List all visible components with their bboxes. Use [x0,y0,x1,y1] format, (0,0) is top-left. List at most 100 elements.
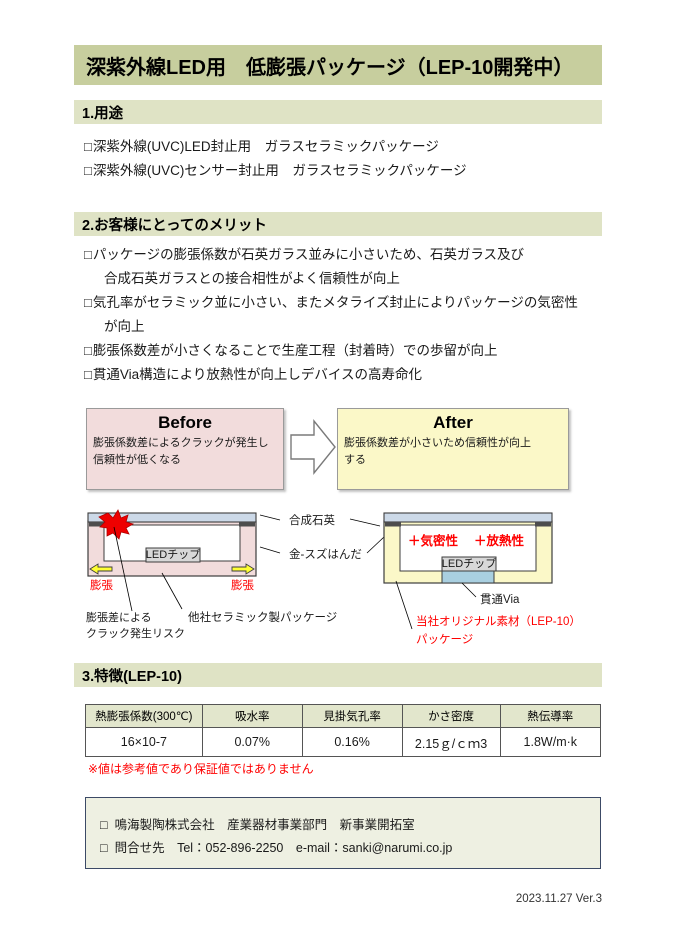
leader-line-solder-left [259,546,281,554]
shared-callouts: 合成石英 金-スズはんだ [259,513,385,561]
leader-line-crack [113,526,133,612]
left-package-diagram: LEDチップ 膨張 膨張 膨張差による クラック発生リスク 他社セラミック製パッ… [86,509,337,640]
led-chip-shape [145,547,201,563]
expansion-arrow-left-icon [89,563,113,575]
table-header-cell: かさ密度 [401,704,501,728]
list-item: □深紫外線(UVC)センサー封止用 ガラスセラミックパッケージ [84,159,604,183]
led-chip-shape [441,556,497,572]
via-callout: 貫通Via [480,593,520,606]
crack-callout-line1: 膨張差による [86,611,152,624]
quartz-lid-shape [383,512,553,523]
list-item: □気孔率がセラミック並に小さい、またメタライズ封止によりパッケージの気密性 [84,291,604,315]
section-heading-features: 3.特徴(LEP-10) [74,663,602,687]
solder-label: 金-スズはんだ [289,547,362,561]
contact-company-text: 鳴海製陶株式会社 産業器材事業部門 新事業開拓室 [114,818,415,832]
before-body-line2: 信頼性が低くなる [93,454,181,466]
contact-company-row: □ 鳴海製陶株式会社 産業器材事業部門 新事業開拓室 [100,814,600,837]
leader-line-quartz-right [349,518,381,527]
list-item-continuation: 合成石英ガラスとの接合相性がよく信頼性が向上 [104,271,400,286]
reference-value-note: ※値は参考値であり保証値ではありません [88,762,314,776]
list-item-label: 深紫外線(UVC)センサー封止用 ガラスセラミックパッケージ [92,163,467,178]
table-cell-cte: 16×10-7 [85,727,203,757]
solder-seal-left-shape [89,522,105,527]
list-item: □パッケージの膨張係数が石英ガラス並みに小さいため、石英ガラス及び [84,243,604,267]
section-heading-merits: 2.お客様にとってのメリット [74,212,602,236]
before-title: Before [158,413,212,432]
checkbox-icon: □ [84,247,92,262]
table-header-row: 熱膨張係数(300℃) 吸水率 見掛気孔率 かさ密度 熱伝導率 [85,704,602,728]
solder-seal-right-shape [535,522,551,527]
checkbox-icon: □ [84,139,92,154]
checkbox-icon: □ [84,295,92,310]
contact-details-row: □ 問合せ先 Tel：052-896-2250 e-mail：sanki@naru… [100,837,600,860]
document-title-bar: 深紫外線LED用 低膨張パッケージ（LEP-10開発中） [74,45,602,85]
after-body-line1: 膨張係数差が小さいため信頼性が向上 [344,437,531,449]
table-header-cell: 吸水率 [201,704,303,728]
solder-seal-left-shape [385,522,401,527]
after-title: After [433,413,473,432]
table-cell-bulk-density: 2.15ｇ/ｃｍ3 [401,727,501,757]
list-item: □膨張係数差が小さくなることで生産工程（封着時）での歩留が向上 [84,339,604,363]
crack-callout-line2: クラック発生リスク [86,626,185,640]
after-body: 膨張係数差が小さいため信頼性が向上 する [338,433,568,469]
thermal-tag: ＋放熱性 [474,533,525,548]
checkbox-icon: □ [100,841,108,855]
list-item-label: 膨張係数差が小さくなることで生産工程（封着時）での歩留が向上 [92,343,498,358]
solder-seal-right-shape [239,522,255,527]
leader-line-package [161,572,183,610]
contact-box: □ 鳴海製陶株式会社 産業器材事業部門 新事業開拓室 □ 問合せ先 Tel：052-… [85,797,601,869]
list-item-label: 貫通Via構造により放熱性が向上しデバイスの高寿命化 [92,367,422,382]
competitor-package-callout: 他社セラミック製パッケージ [188,610,337,624]
list-item: □貫通Via構造により放熱性が向上しデバイスの高寿命化 [84,363,604,387]
quartz-label: 合成石英 [289,513,335,527]
list-item-label: 深紫外線(UVC)LED封止用 ガラスセラミックパッケージ [92,139,439,154]
list-item-label: 気孔率がセラミック並に小さい、またメタライズ封止によりパッケージの気密性 [92,295,578,310]
list-item: □深紫外線(UVC)LED封止用 ガラスセラミックパッケージ [84,135,604,159]
expansion-label-right: 膨張 [231,579,254,592]
leader-line-material [395,580,413,630]
table-header-cell: 熱伝導率 [499,704,602,728]
quartz-lid-shape [87,512,257,523]
checkbox-icon: □ [100,818,108,832]
table-header-cell: 見掛気孔率 [301,704,403,728]
before-panel: Before 膨張係数差によるクラックが発生し 信頼性が低くなる [86,408,284,490]
table-cell-water-absorption: 0.07% [201,727,303,757]
cross-section-diagram: LEDチップ 膨張 膨張 膨張差による クラック発生リスク 他社セラミック製パッ… [86,509,581,646]
section-heading-text: 2.お客様にとってのメリット [82,217,267,234]
hermetic-tag: ＋気密性 [408,533,459,548]
section-heading-text: 1.用途 [82,105,124,122]
through-via-shape [441,570,495,584]
table-header-cell: 熱膨張係数(300℃) [85,704,203,728]
expansion-label-left: 膨張 [90,579,113,592]
led-chip-label: LEDチップ [146,548,200,561]
right-arrow-icon [290,419,336,475]
table-cell-apparent-porosity: 0.16% [301,727,403,757]
leader-line-via [461,582,477,598]
merits-list: □パッケージの膨張係数が石英ガラス並みに小さいため、石英ガラス及び 合成石英ガラ… [84,243,604,387]
footer-version: 2023.11.27 Ver.3 [515,893,602,905]
list-item-label: パッケージの膨張係数が石英ガラス並みに小さいため、石英ガラス及び [92,247,525,262]
checkbox-icon: □ [84,343,92,358]
after-panel: After 膨張係数差が小さいため信頼性が向上 する [337,408,569,490]
material-callout-line2: パッケージ [416,633,473,646]
led-chip-label: LEDチップ [442,557,496,570]
page-title: 深紫外線LED用 低膨張パッケージ（LEP-10開発中） [86,56,574,79]
checkbox-icon: □ [84,367,92,382]
table-cell-thermal-conductivity: 1.8W/m·k [499,727,602,757]
checkbox-icon: □ [84,163,92,178]
section-heading-usage: 1.用途 [74,100,602,124]
crack-burst-icon [98,509,135,540]
leader-line-quartz-left [259,514,281,521]
before-body: 膨張係数差によるクラックが発生し 信頼性が低くなる [87,433,283,469]
right-package-diagram: LEDチップ ＋気密性 ＋放熱性 貫通Via 当社オリジナル素材（LEP-10）… [383,512,581,646]
expansion-arrow-right-icon [231,563,255,575]
leader-line-solder-right [366,536,385,554]
contact-details-text: 問合せ先 Tel：052-896-2250 e-mail：sanki@narum… [114,841,453,855]
material-callout-line1: 当社オリジナル素材（LEP-10） [416,614,581,628]
before-body-line1: 膨張係数差によるクラックが発生し [93,437,269,449]
specifications-table: 熱膨張係数(300℃) 吸水率 見掛気孔率 かさ密度 熱伝導率 16×10-7 … [85,704,602,757]
list-item-continuation: が向上 [104,319,145,334]
after-body-line2: する [344,454,366,466]
table-row: 16×10-7 0.07% 0.16% 2.15ｇ/ｃｍ3 1.8W/m·k [85,727,602,757]
